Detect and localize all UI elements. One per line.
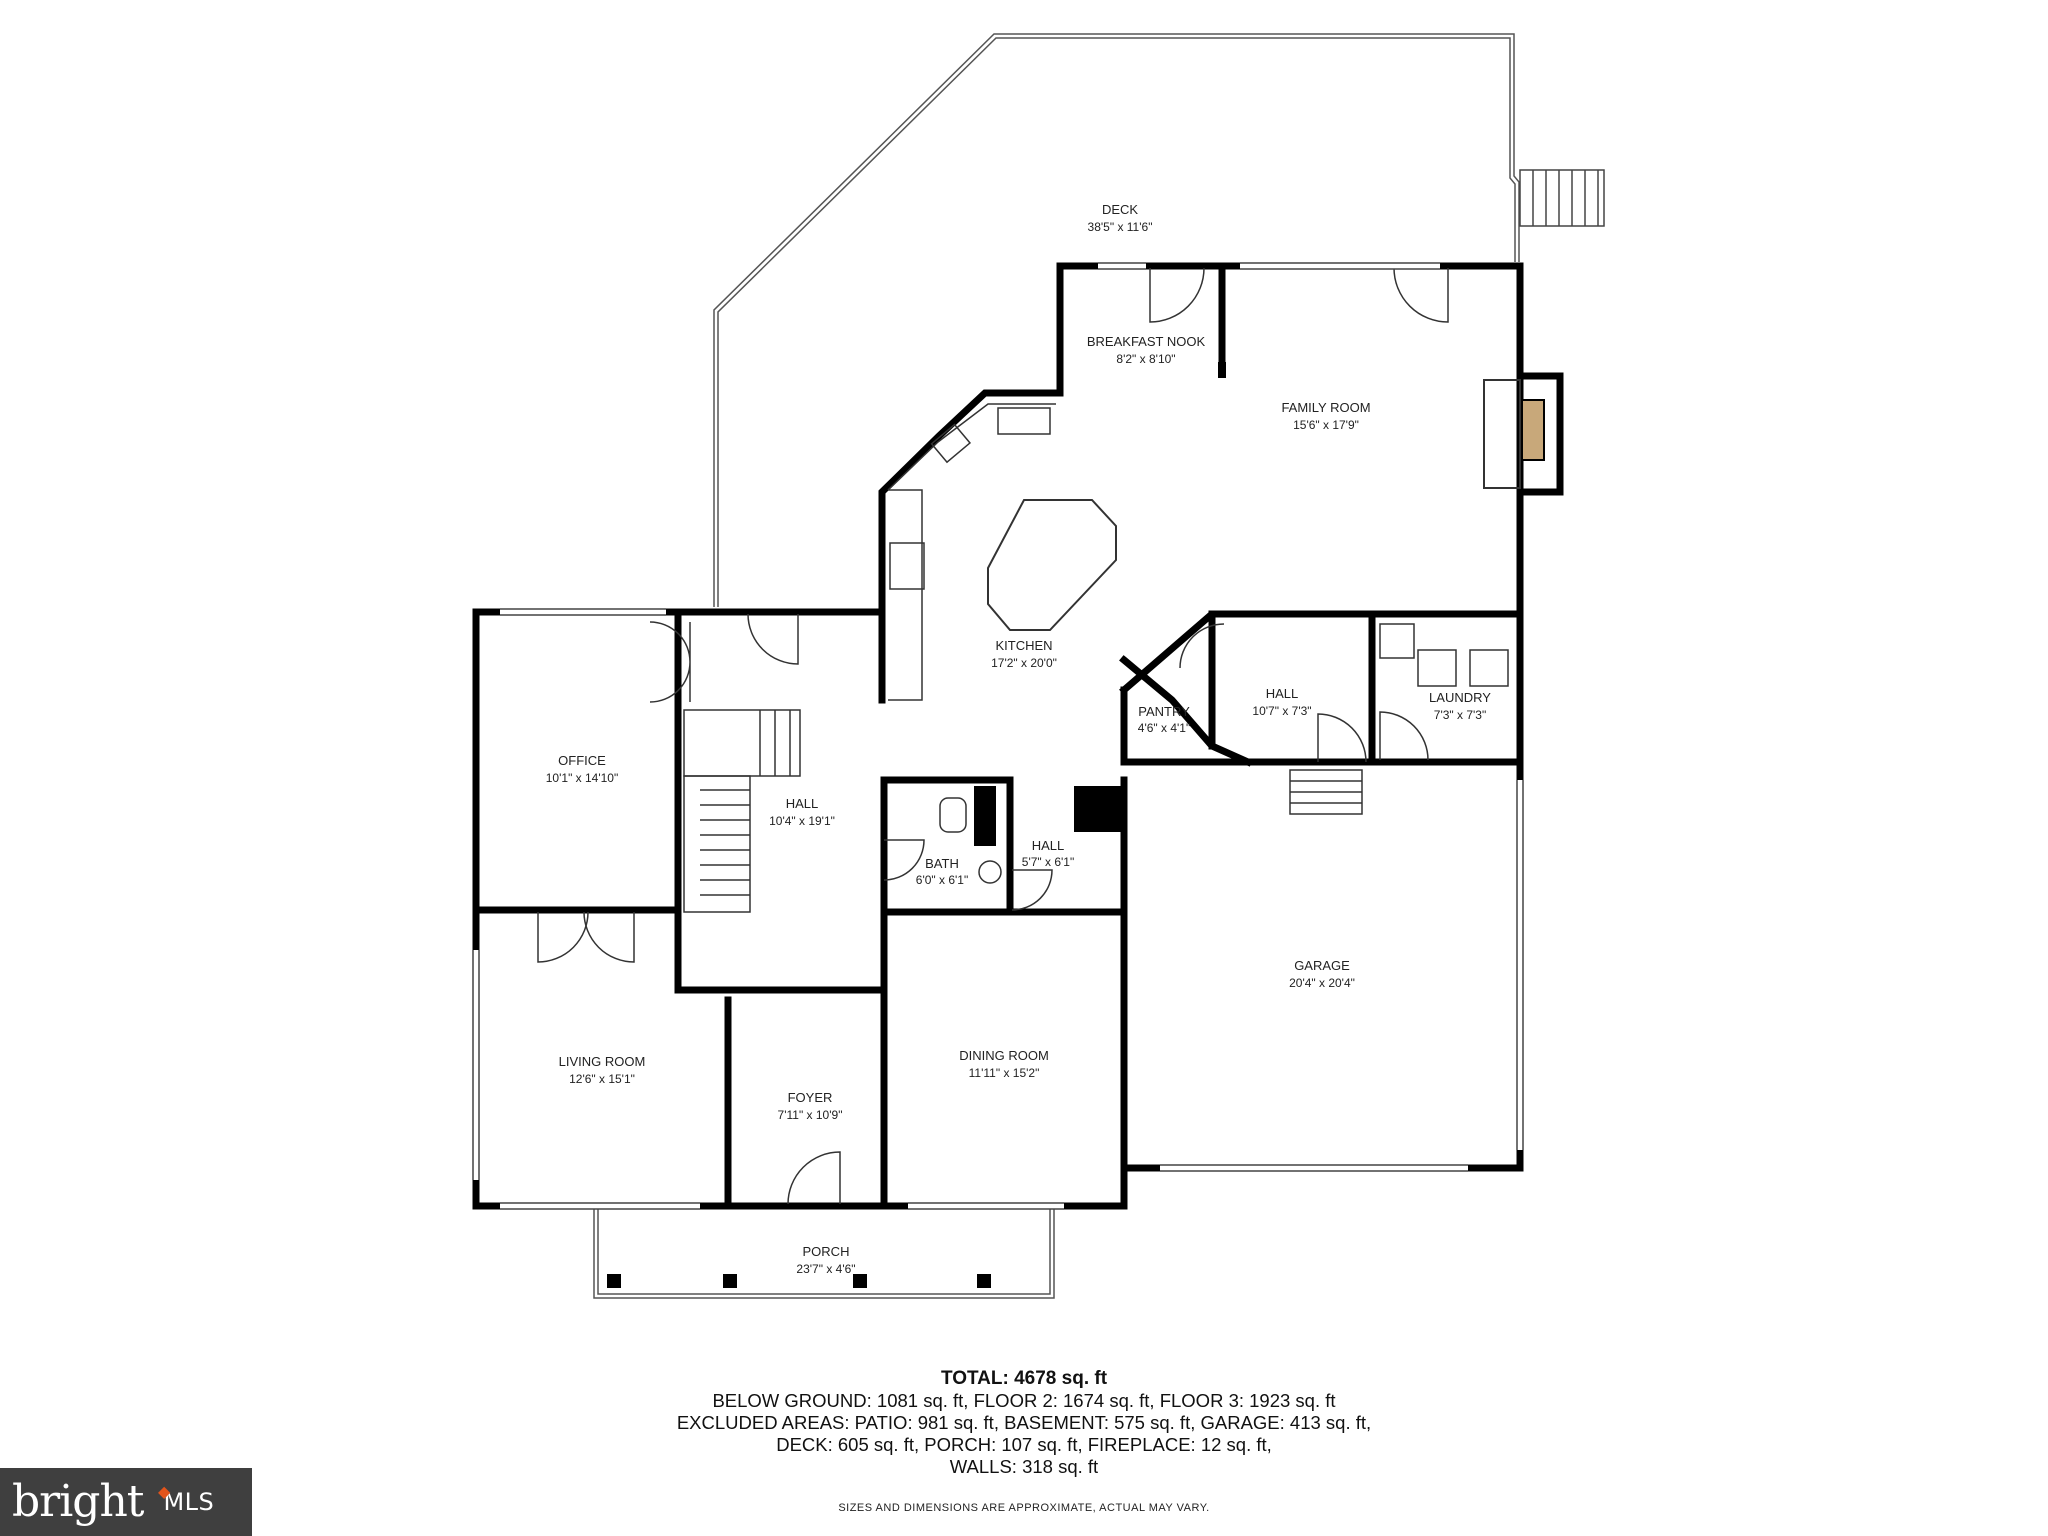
room-label-deck: DECK 38'5" x 11'6": [1088, 202, 1153, 234]
living-room-name: LIVING ROOM: [559, 1054, 646, 1069]
main-staircase: [683, 709, 801, 913]
hall-stairs-dimensions: 10'4" x 19'1": [769, 814, 835, 828]
foyer-dimensions: 7'11" x 10'9": [778, 1108, 843, 1122]
total-area: TOTAL: 4678 sq. ft: [940, 1368, 1108, 1389]
room-label-laundry: LAUNDRY 7'3" x 7'3": [1429, 690, 1491, 722]
laundry-dimensions: 7'3" x 7'3": [1434, 708, 1486, 722]
summary-line-1: BELOW GROUND: 1081 sq. ft, FLOOR 2: 1674…: [712, 1390, 1336, 1411]
room-label-kitchen: KITCHEN 17'2" x 20'0": [991, 638, 1057, 670]
porch-outline: [593, 1206, 1055, 1299]
logo-brand: bright◆: [12, 1476, 170, 1527]
summary-line-4: WALLS: 318 sq. ft: [949, 1456, 1099, 1477]
porch-columns: [607, 1274, 991, 1288]
family-room-name: FAMILY ROOM: [1281, 400, 1370, 415]
room-label-hall-small: HALL 5'7" x 6'1": [1022, 838, 1074, 869]
deck-outline: [713, 33, 1520, 607]
room-label-bath: BATH 6'0" x 6'1": [916, 856, 968, 887]
disclaimer-text: SIZES AND DIMENSIONS ARE APPROXIMATE, AC…: [838, 1502, 1210, 1514]
kitchen-island: [987, 499, 1117, 631]
hall-small-dimensions: 5'7" x 6'1": [1022, 855, 1074, 869]
deck-name: DECK: [1102, 202, 1138, 217]
pantry-dimensions: 4'6" x 4'1": [1138, 721, 1190, 735]
room-label-living-room: LIVING ROOM 12'6" x 15'1": [559, 1054, 646, 1086]
kitchen-dimensions: 17'2" x 20'0": [991, 656, 1057, 670]
kitchen-name: KITCHEN: [995, 638, 1052, 653]
bath-name: BATH: [925, 856, 959, 871]
deck-stairs: [1519, 169, 1605, 227]
garage-dimensions: 20'4" x 20'4": [1289, 976, 1355, 990]
room-label-pantry: PANTRY 4'6" x 4'1": [1138, 704, 1190, 735]
room-label-dining-room: DINING ROOM 11'11" x 15'2": [959, 1048, 1049, 1080]
hall-stairs-name: HALL: [786, 796, 819, 811]
deck-dimensions: 38'5" x 11'6": [1088, 220, 1153, 234]
dining-room-name: DINING ROOM: [959, 1048, 1049, 1063]
summary-line-3: DECK: 605 sq. ft, PORCH: 107 sq. ft, FIR…: [776, 1434, 1272, 1455]
breakfast-nook-dimensions: 8'2" x 8'10": [1116, 352, 1175, 366]
bright-mls-logo: bright◆ MLS: [0, 1468, 252, 1536]
room-label-porch: PORCH 23'7" x 4'6": [796, 1244, 855, 1276]
room-label-breakfast-nook: BREAKFAST NOOK 8'2" x 8'10": [1087, 334, 1206, 366]
foyer-name: FOYER: [788, 1090, 833, 1105]
fireplace: [1483, 379, 1545, 489]
hall-mud-name: HALL: [1266, 686, 1299, 701]
summary-line-2: EXCLUDED AREAS: PATIO: 981 sq. ft, BASEM…: [676, 1412, 1372, 1433]
pantry-name: PANTRY: [1138, 704, 1190, 719]
garage-name: GARAGE: [1294, 958, 1350, 973]
porch-name: PORCH: [803, 1244, 850, 1259]
structural-blocks: [974, 362, 1226, 846]
room-label-family-room: FAMILY ROOM 15'6" x 17'9": [1281, 400, 1370, 432]
logo-suffix: MLS: [163, 1488, 215, 1516]
office-dimensions: 10'1" x 14'10": [546, 771, 619, 785]
area-summary: TOTAL: 4678 sq. ft BELOW GROUND: 1081 sq…: [0, 1368, 2048, 1478]
family-room-dimensions: 15'6" x 17'9": [1293, 418, 1359, 432]
laundry-name: LAUNDRY: [1429, 690, 1491, 705]
office-name: OFFICE: [558, 753, 606, 768]
doors: [537, 267, 1449, 1205]
room-label-office: OFFICE 10'1" x 14'10": [546, 753, 619, 785]
laundry-appliances: [1379, 623, 1509, 687]
porch-dimensions: 23'7" x 4'6": [796, 1262, 855, 1276]
hall-mud-dimensions: 10'7" x 7'3": [1252, 704, 1311, 718]
windows: [472, 262, 1524, 1210]
bath-fixtures: [939, 797, 1002, 884]
dining-room-dimensions: 11'11" x 15'2": [969, 1066, 1040, 1080]
bath-dimensions: 6'0" x 6'1": [916, 873, 968, 887]
hall-small-name: HALL: [1032, 838, 1065, 853]
room-label-garage: GARAGE 20'4" x 20'4": [1289, 958, 1355, 990]
living-room-dimensions: 12'6" x 15'1": [569, 1072, 635, 1086]
room-label-hall-stairs: HALL 10'4" x 19'1": [769, 796, 835, 828]
kitchen-counters: [887, 403, 1056, 701]
room-label-hall-mud: HALL 10'7" x 7'3": [1252, 686, 1311, 718]
garage-steps: [1289, 769, 1363, 815]
room-label-foyer: FOYER 7'11" x 10'9": [778, 1090, 843, 1122]
breakfast-nook-name: BREAKFAST NOOK: [1087, 334, 1206, 349]
logo-accent-icon: ◆: [158, 1482, 170, 1501]
